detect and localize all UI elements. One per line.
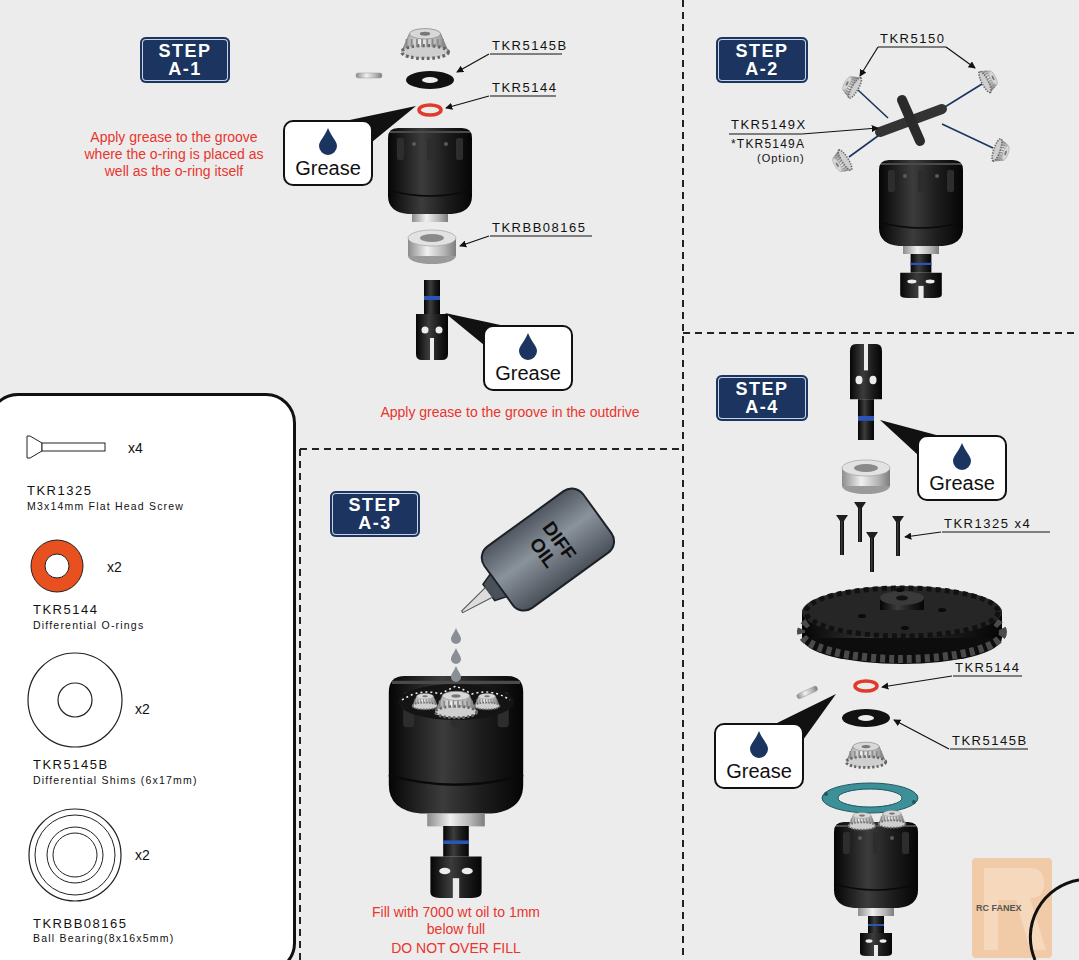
step-a2-illustration [829, 66, 1012, 298]
part-number: TKRBB08165 [492, 220, 587, 236]
watermark-logo [972, 858, 1079, 960]
parts-list-illustration [0, 393, 296, 960]
step-badge: STEP A-2 [716, 37, 808, 83]
callout-text: Grease [929, 472, 995, 494]
note-text: Fill with 7000 wt oil to 1mm below full [371, 904, 541, 938]
part-number: TKR5145B [33, 758, 109, 773]
part-number: TKR1325 [27, 484, 92, 499]
note-text: Apply grease to the groove in the outdri… [340, 404, 680, 421]
grease-drop-icon [748, 730, 770, 758]
quantity: x4 [128, 440, 143, 456]
quantity: x2 [135, 701, 150, 717]
part-description: M3x14mm Flat Head Screw [27, 500, 184, 512]
watermark: RC FANEX [976, 903, 1022, 914]
part-number: *TKR5149A [731, 137, 805, 151]
step-badge: STEP A-1 [140, 37, 230, 83]
bottle-label: DIFF OIL [518, 513, 583, 582]
step-a1-illustration [345, 29, 505, 360]
callout-text: Grease [295, 157, 361, 179]
part-number: TKR5150 [880, 31, 945, 47]
grease-callout: Grease [483, 325, 573, 391]
quantity: x2 [135, 847, 150, 863]
grease-drop-icon [951, 442, 973, 470]
step-a3-illustration [389, 483, 620, 898]
grease-drop-icon [517, 332, 539, 360]
part-number: TKR5145B [492, 38, 568, 54]
grease-callout: Grease [714, 723, 804, 789]
part-description: Differential O-rings [33, 619, 144, 631]
quantity: x2 [107, 559, 122, 575]
part-number: TKR5144 [33, 603, 98, 618]
step-title: STEP A-1 [153, 42, 217, 78]
option-note: (Option) [757, 152, 805, 165]
step-title: STEP A-3 [343, 496, 407, 532]
part-number: TKR5144 [492, 80, 557, 96]
leader-lines [446, 47, 1050, 749]
grease-drop-icon [317, 127, 339, 155]
callout-text: Grease [495, 362, 561, 384]
panel-dividers [300, 0, 1079, 960]
part-number: TKR5144 [955, 660, 1020, 676]
part-number: TKRBB08165 [33, 917, 128, 932]
step-badge: STEP A-4 [716, 375, 808, 421]
part-number: TKR5149X [731, 117, 807, 133]
note-text: Apply grease to the groove where the o-r… [80, 129, 268, 179]
part-number: TKR5145B [952, 733, 1028, 749]
part-description: Ball Bearing(8x16x5mm) [33, 932, 174, 944]
grease-callout: Grease [917, 435, 1007, 501]
grease-callout: Grease [283, 120, 373, 186]
step-title: STEP A-4 [730, 380, 794, 416]
step-badge: STEP A-3 [330, 491, 420, 537]
step-title: STEP A-2 [730, 42, 794, 78]
callout-text: Grease [726, 760, 792, 782]
part-description: Differential Shims (6x17mm) [33, 774, 198, 786]
parts-list-box: x4TKR1325M3x14mm Flat Head Screwx2TKR514… [0, 393, 296, 960]
warning-text: DO NOT OVER FILL [346, 940, 566, 957]
part-number: TKR1325 x4 [944, 516, 1031, 532]
